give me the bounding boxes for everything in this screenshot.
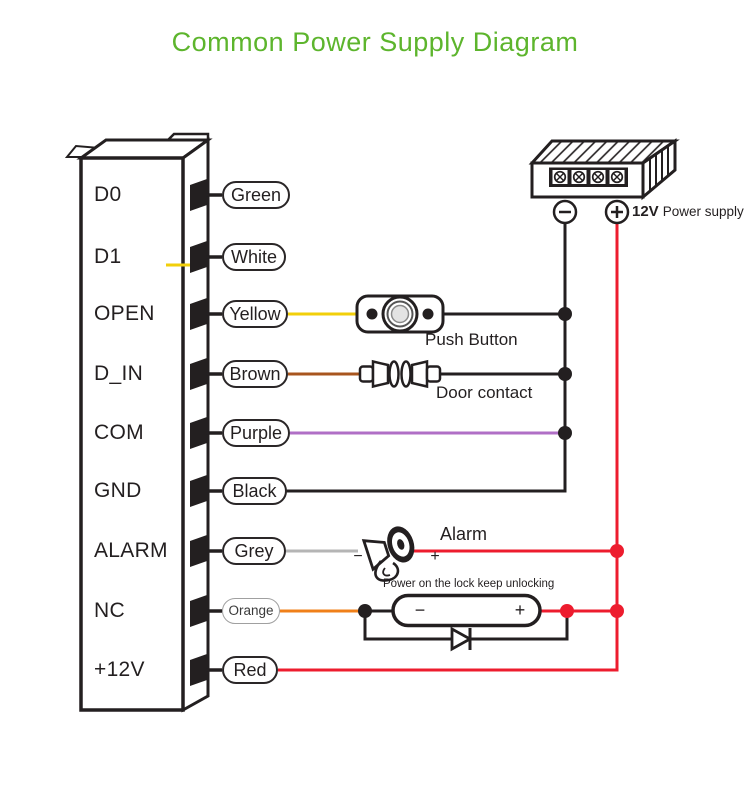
junction-dot bbox=[558, 426, 572, 440]
wire-tag-purple: Purple bbox=[222, 419, 290, 447]
terminal-blocks bbox=[190, 179, 207, 686]
wire-tag-brown: Brown bbox=[222, 360, 288, 388]
minus-terminal-icon bbox=[552, 199, 578, 225]
junction-dots bbox=[358, 307, 624, 618]
alarm-caption: Alarm bbox=[440, 524, 488, 544]
junction-dot bbox=[558, 307, 572, 321]
junction-dot-red bbox=[610, 544, 624, 558]
wire-tag-grey: Grey bbox=[222, 537, 286, 565]
wire-tag-orange: Orange bbox=[222, 598, 280, 624]
wire-tag-white: White bbox=[222, 243, 286, 271]
terminal-label-gnd: GND bbox=[94, 479, 142, 502]
door-contact-icon bbox=[358, 359, 442, 389]
terminal-label-open: OPEN bbox=[94, 302, 155, 325]
terminal-block bbox=[190, 475, 207, 507]
alarm-minus-sign: − bbox=[353, 548, 363, 565]
terminal-label-nc: NC bbox=[94, 599, 125, 622]
gnd-bus-wire bbox=[286, 223, 567, 493]
terminal-block bbox=[190, 595, 207, 627]
wire-tag-red: Red bbox=[222, 656, 278, 684]
push-button-icon bbox=[355, 294, 445, 334]
door-contact-caption: Door contact bbox=[436, 383, 533, 402]
terminal-stubs bbox=[206, 193, 222, 672]
terminal-block bbox=[190, 241, 207, 273]
junction-dot-red bbox=[610, 604, 624, 618]
plus12v-bus-wire bbox=[278, 223, 619, 672]
terminal-label-alarm: ALARM bbox=[94, 539, 168, 562]
wire-tag-green: Green bbox=[222, 181, 290, 209]
page-title: Common Power Supply Diagram bbox=[171, 27, 579, 57]
alarm-horn-icon bbox=[361, 526, 415, 582]
terminal-block bbox=[190, 535, 207, 567]
wire-tag-black: Black bbox=[222, 477, 287, 505]
terminal-block bbox=[190, 654, 207, 686]
terminal-block bbox=[190, 417, 207, 449]
lock-plus-sign: + bbox=[514, 600, 526, 620]
lock-minus-sign: − bbox=[414, 600, 426, 620]
power-supply-voltage: 12V bbox=[632, 203, 659, 220]
terminal-label-d0: D0 bbox=[94, 183, 122, 206]
push-button-caption: Push Button bbox=[425, 330, 518, 349]
lock-icon bbox=[391, 593, 542, 628]
terminal-block bbox=[190, 358, 207, 390]
terminal-label-12v: +12V bbox=[94, 658, 145, 681]
wire-tag-yellow: Yellow bbox=[222, 300, 288, 328]
alarm-plus-sign: + bbox=[430, 548, 440, 565]
plus-terminal-icon bbox=[604, 199, 630, 225]
vent-slits bbox=[649, 147, 669, 191]
terminal-block bbox=[190, 298, 207, 330]
screw-terminals bbox=[552, 170, 625, 184]
junction-dot bbox=[358, 604, 372, 618]
power-supply-icon bbox=[528, 138, 680, 225]
junction-dot bbox=[558, 367, 572, 381]
diode-icon bbox=[450, 626, 473, 652]
junction-dot-red bbox=[560, 604, 574, 618]
terminal-label-com: COM bbox=[94, 421, 144, 444]
terminal-block bbox=[190, 179, 207, 211]
controller-box bbox=[64, 132, 213, 713]
terminal-label-d1: D1 bbox=[94, 245, 122, 268]
lock-note: Power on the lock keep unlocking bbox=[383, 578, 555, 590]
power-supply-label: Power supply bbox=[662, 204, 744, 219]
terminal-label-din: D_IN bbox=[94, 362, 144, 385]
